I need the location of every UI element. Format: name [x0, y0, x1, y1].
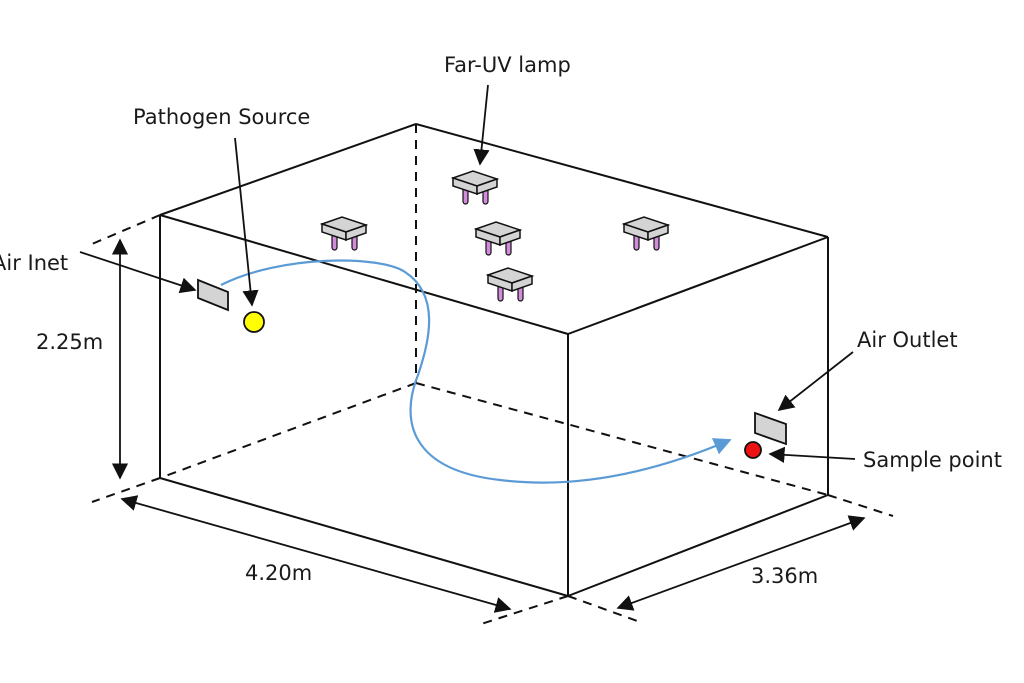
- width-extension-right: [827, 494, 894, 517]
- pathogen-source-callout-arrow: [234, 137, 259, 307]
- sample-point-callout-arrow: [768, 446, 856, 463]
- hidden-back-left-floor-edge: [159, 382, 417, 479]
- far-uv-lamp: [319, 216, 369, 251]
- length-dimension-label: 4.20m: [245, 561, 312, 585]
- air-inlet-callout-arrow: [79, 251, 197, 294]
- length-dimension-arrow: [120, 495, 512, 613]
- lamp-side-face: [499, 228, 521, 247]
- air-outlet-label: Air Outlet: [857, 328, 958, 352]
- extension-lines: [91, 214, 894, 626]
- width-dimension-label: 3.36m: [751, 564, 818, 588]
- height-extension-bottom: [91, 477, 161, 503]
- lamp-side-face: [647, 223, 669, 242]
- top-front-right-edge: [567, 236, 829, 335]
- air-inlet-label: Air Inet: [0, 251, 68, 275]
- air-outlet-vent: [754, 411, 787, 446]
- air-outlet-callout-arrow: [777, 351, 854, 411]
- far-uv-lamps: [319, 170, 671, 302]
- air-inlet-vent: [197, 278, 229, 312]
- top-back-right-edge: [415, 123, 829, 238]
- width-dimension-arrow: [616, 515, 866, 611]
- far-uv-lamp-label: Far-UV lamp: [444, 53, 571, 77]
- pathogen-source-label: Pathogen Source: [133, 105, 310, 129]
- hidden-edges: [159, 124, 829, 496]
- far-uv-lamp-callout-arrow: [473, 84, 490, 166]
- lamp-side-face: [345, 223, 367, 242]
- lamp-side-face: [476, 177, 498, 196]
- room-box: [159, 123, 829, 597]
- width-extension-left: [567, 595, 641, 623]
- far-uv-lamp: [450, 170, 500, 205]
- length-extension-right: [477, 595, 569, 626]
- lamp-side-face: [511, 274, 533, 293]
- airflow-path: [220, 259, 732, 484]
- height-extension-top: [91, 214, 161, 245]
- sample-point-marker: [744, 441, 762, 459]
- height-dimension-label: 2.25m: [36, 330, 103, 354]
- top-back-left-edge: [159, 123, 417, 216]
- top-front-left-edge: [159, 214, 569, 335]
- bottom-front-left-edge: [159, 477, 569, 597]
- far-uv-lamp: [485, 267, 535, 302]
- hidden-back-right-floor-edge: [415, 382, 829, 496]
- far-uv-lamp: [621, 216, 671, 251]
- pathogen-source-marker: [243, 311, 265, 333]
- sample-point-label: Sample point: [863, 448, 1002, 472]
- far-uv-lamp: [473, 221, 523, 256]
